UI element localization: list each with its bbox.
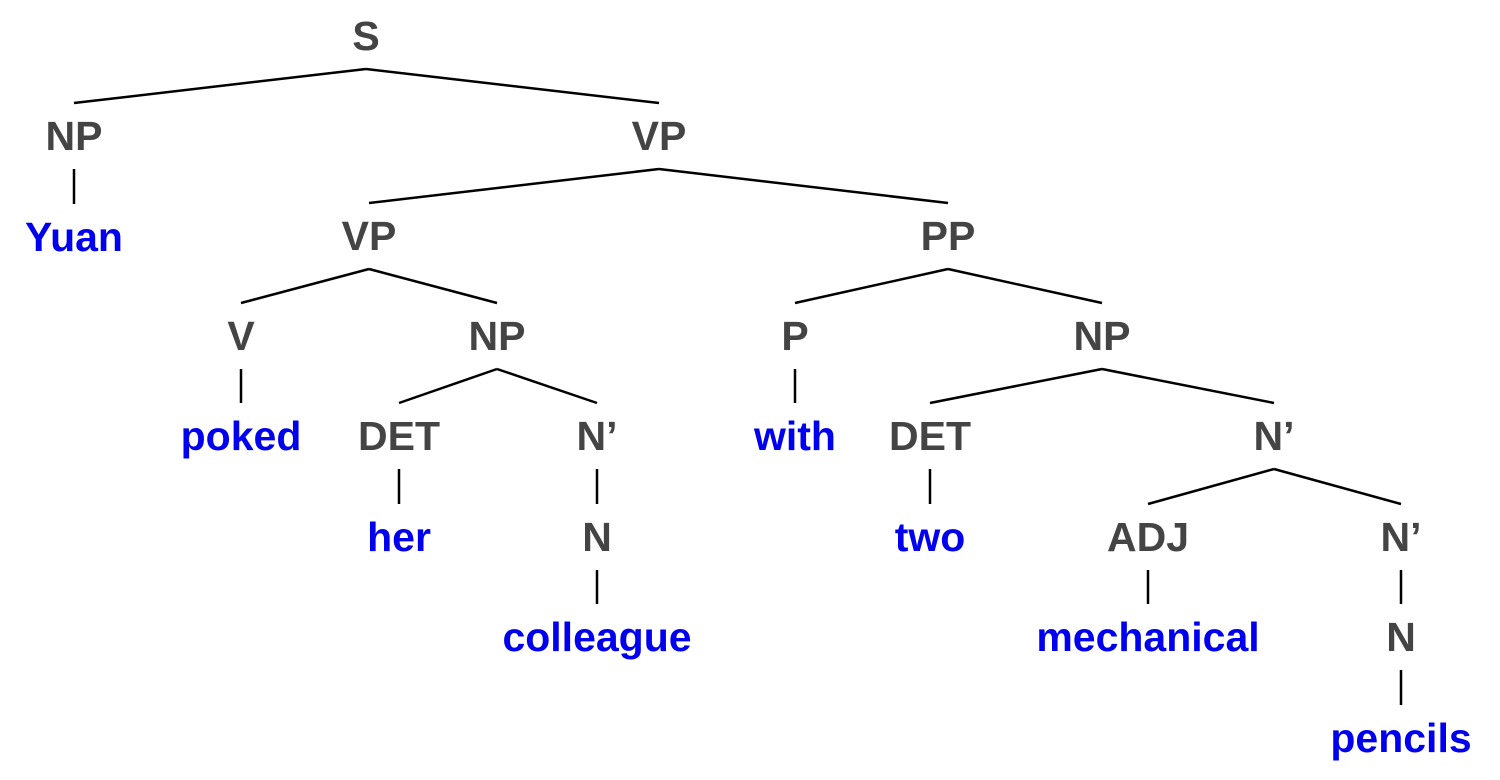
tree-edge — [398, 367, 498, 405]
word-poked: poked — [181, 413, 302, 459]
node-s: S — [352, 13, 379, 59]
node-p: P — [781, 313, 808, 359]
tree-edge — [1147, 467, 1275, 506]
node-n-bar: N’ — [1254, 413, 1295, 459]
tree-edge — [1101, 367, 1275, 405]
tree-edge — [368, 167, 660, 205]
word-pencils: pencils — [1330, 715, 1471, 761]
node-det: DET — [358, 413, 440, 459]
node-v: V — [227, 313, 255, 359]
word-her: her — [367, 514, 431, 560]
tree-edge — [1273, 467, 1402, 506]
tree-edge — [240, 267, 370, 305]
node-np: NP — [469, 313, 526, 359]
node-n-bar: N’ — [577, 413, 618, 459]
tree-edge — [794, 267, 949, 305]
tree-edge — [947, 267, 1103, 305]
tree-edge — [73, 67, 367, 105]
tree-edge — [929, 367, 1103, 405]
tree-edge — [496, 367, 598, 405]
node-det: DET — [889, 413, 971, 459]
word-with: with — [753, 413, 836, 459]
node-pp: PP — [921, 213, 976, 259]
word-mechanical: mechanical — [1036, 614, 1259, 660]
node-vp: VP — [632, 113, 687, 159]
tree-labels: SNPYuanVPVPVpokedNPDETherN’NcolleaguePPP… — [25, 13, 1472, 761]
node-np: NP — [46, 113, 103, 159]
node-vp: VP — [342, 213, 397, 259]
node-adj: ADJ — [1107, 514, 1189, 560]
word-two: two — [895, 514, 966, 560]
word-colleague: colleague — [502, 614, 691, 660]
tree-edge — [658, 167, 949, 205]
node-n: N — [582, 514, 612, 560]
node-n: N — [1386, 614, 1416, 660]
word-yuan: Yuan — [25, 214, 123, 260]
node-np: NP — [1074, 313, 1131, 359]
tree-edge — [368, 267, 498, 305]
node-n-bar: N’ — [1381, 514, 1422, 560]
tree-edges — [72, 67, 1403, 705]
tree-edge — [365, 67, 660, 105]
